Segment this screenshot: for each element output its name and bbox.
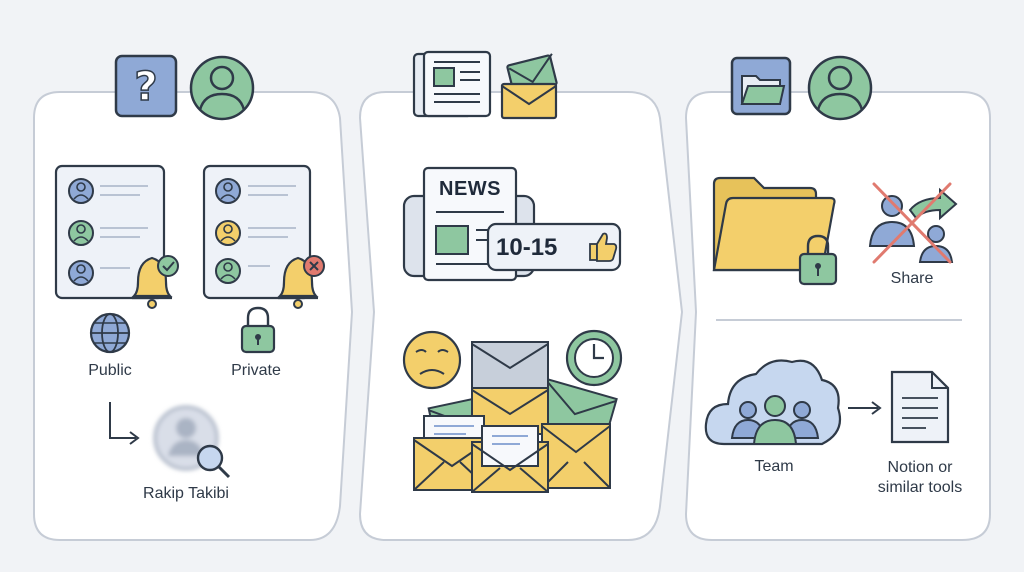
bell-check-icon — [131, 255, 179, 309]
svg-text:?: ? — [134, 64, 157, 110]
sad-face-icon — [402, 330, 462, 390]
team-cloud-icon — [704, 359, 842, 446]
globe-icon — [89, 312, 131, 354]
private-label: Private — [231, 362, 281, 379]
envelope-icon — [500, 53, 558, 120]
panel-1 — [33, 91, 354, 541]
user-avatar-icon — [807, 55, 873, 121]
blurred-user-search-icon — [153, 405, 231, 479]
bell-blocked-icon — [277, 255, 325, 309]
arrow-down-right-icon — [109, 402, 140, 445]
news-headline: NEWS — [439, 178, 501, 200]
thumbs-up-icon — [589, 232, 618, 262]
no-share-icon — [868, 182, 958, 264]
tools-label-line-2: similar tools — [877, 479, 963, 496]
team-label: Team — [754, 458, 794, 475]
rival-tracking-label: Rakip Takibi — [143, 485, 229, 502]
question-icon: ? — [114, 54, 178, 118]
locked-folder-icon — [712, 176, 838, 286]
share-label: Share — [890, 270, 934, 287]
tools-label-line-1: Notion or — [887, 459, 953, 476]
right-arrow-icon — [848, 401, 882, 415]
user-avatar-icon — [189, 55, 255, 121]
folder-icon — [730, 56, 792, 116]
newspaper-icon — [412, 50, 492, 118]
contact-list-icon — [202, 164, 312, 300]
engagement-badge — [486, 222, 622, 272]
email-pile-icon — [413, 341, 618, 493]
document-icon — [890, 370, 950, 444]
padlock-icon — [240, 306, 276, 354]
clock-icon — [565, 329, 623, 387]
public-label: Public — [88, 362, 132, 379]
engagement-badge-text: 10-15 — [496, 234, 558, 261]
contact-list-icon — [54, 164, 166, 300]
